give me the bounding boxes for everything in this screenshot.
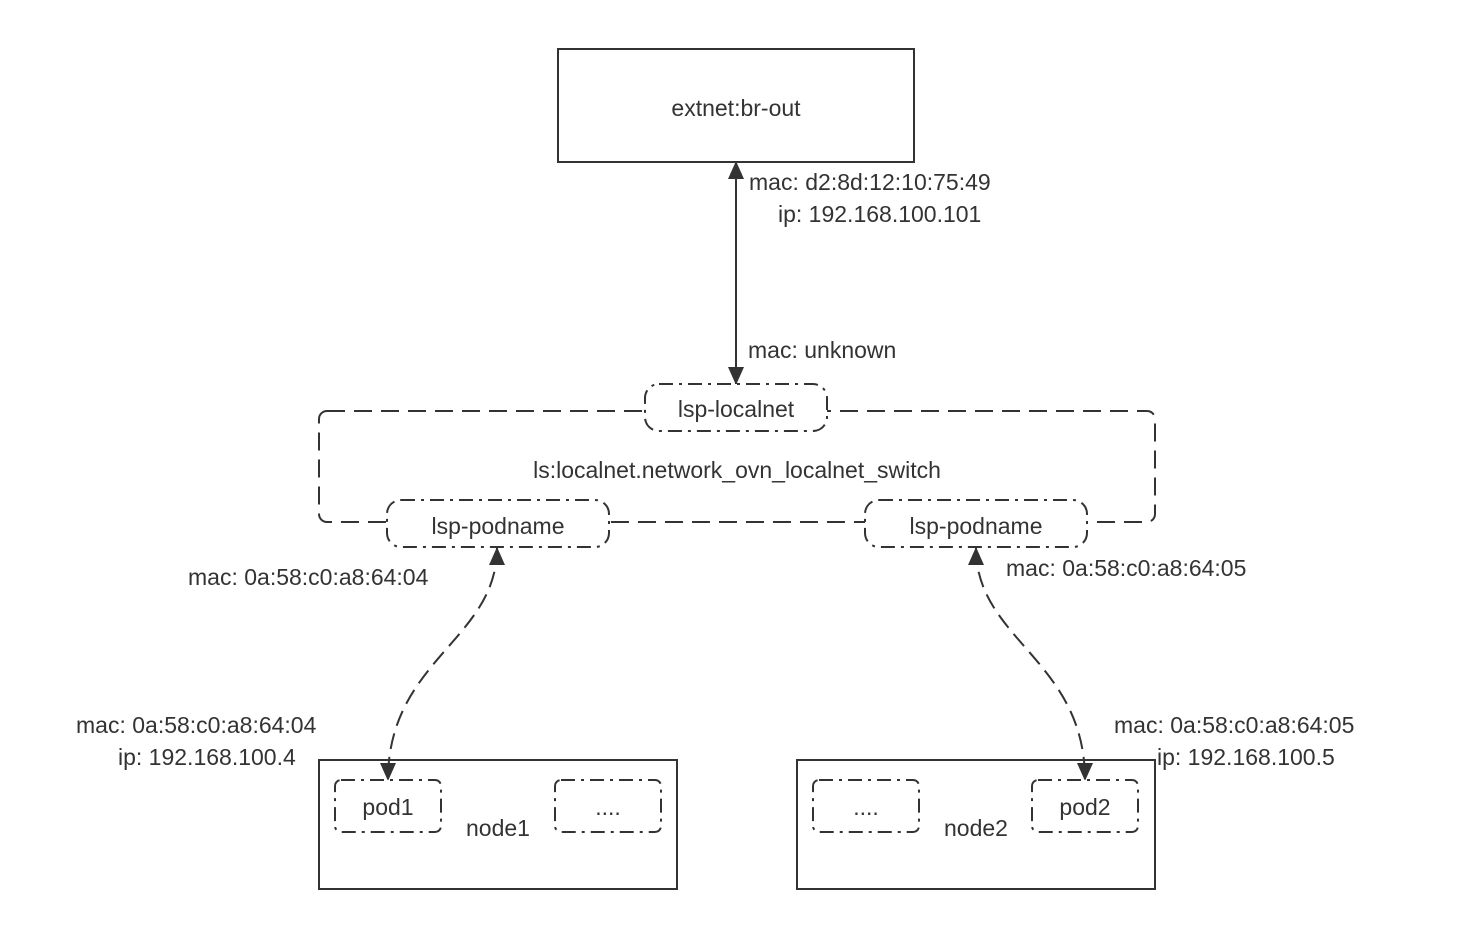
lsp-podname-left-port: [386, 499, 610, 548]
pod1-ip-label: ip: 192.168.100.4: [118, 744, 296, 770]
bridge-mac-label: mac: d2:8d:12:10:75:49: [749, 169, 991, 195]
lsp-podname-right-port: [864, 499, 1088, 548]
localnet-mac-label: mac: unknown: [748, 337, 896, 363]
external-bridge-label: extnet:br-out: [671, 95, 801, 121]
pod1-label: pod1: [362, 794, 413, 820]
lsp-localnet-label: lsp-localnet: [678, 396, 795, 422]
pod1-box: [334, 779, 442, 833]
node1-placeholder-pod-box: [554, 779, 662, 833]
lsp-podname-right-label: lsp-podname: [910, 513, 1043, 539]
pod2-link: [968, 547, 1093, 781]
pod2-mac-label: mac: 0a:58:c0:a8:64:05: [1114, 712, 1354, 738]
lsp-podname-left-label: lsp-podname: [432, 513, 565, 539]
lsp-right-mac-label: mac: 0a:58:c0:a8:64:05: [1006, 555, 1246, 581]
node1-placeholder-pod-label: ....: [595, 794, 621, 820]
node2-placeholder-pod-label: ....: [853, 794, 879, 820]
node2-box: [796, 759, 1156, 890]
node1-label: node1: [466, 815, 530, 841]
logical-switch-label: ls:localnet.network_ovn_localnet_switch: [533, 457, 941, 483]
pod2-box: [1031, 779, 1139, 833]
pod1-mac-label: mac: 0a:58:c0:a8:64:04: [76, 712, 317, 738]
pod2-label: pod2: [1059, 794, 1110, 820]
node2-label: node2: [944, 815, 1008, 841]
lsp-localnet-port: [644, 383, 828, 432]
bridge-ip-label: ip: 192.168.100.101: [778, 201, 981, 227]
pod1-link: [380, 547, 505, 781]
node1-box: [318, 759, 678, 890]
pod2-ip-label: ip: 192.168.100.5: [1157, 744, 1335, 770]
node2-placeholder-pod-box: [812, 779, 920, 833]
lsp-left-mac-label: mac: 0a:58:c0:a8:64:04: [188, 564, 429, 590]
